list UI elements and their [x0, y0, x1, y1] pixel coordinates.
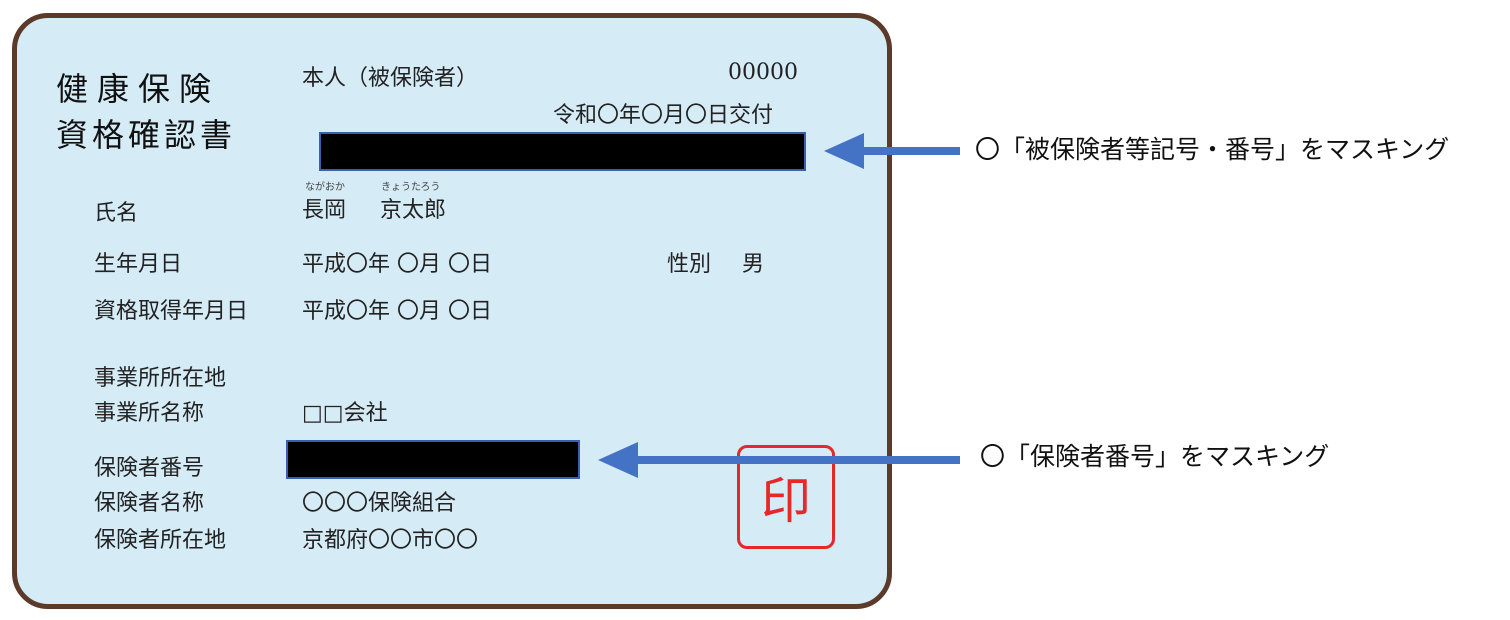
arrow-2-head-icon: [598, 442, 638, 478]
sex-value: 男: [742, 252, 765, 277]
seal-stamp: 印: [737, 445, 835, 549]
insured-type: 本人（被保険者）: [302, 66, 479, 91]
annotation-insurer-number: 〇「保険者番号」をマスキング: [980, 442, 1330, 471]
issue-date: 令和〇年〇月〇日交付: [553, 103, 774, 128]
office-name-value: □□会社: [302, 401, 388, 426]
insurer-name-label: 保険者名称: [94, 491, 205, 516]
sex-label: 性別: [667, 252, 712, 277]
card-title-line2: 資格確認書: [56, 116, 237, 154]
birth-value: 平成〇年 〇月 〇日: [302, 252, 492, 277]
name-given-ruby: きょうたろう: [381, 182, 441, 193]
insurance-card: [12, 13, 892, 609]
name-family: 長岡: [302, 198, 347, 223]
card-number: 00000: [728, 60, 798, 85]
insurer-number-label: 保険者番号: [94, 456, 205, 481]
insurer-address-label: 保険者所在地: [94, 528, 227, 553]
acquisition-value: 平成〇年 〇月 〇日: [302, 299, 492, 324]
name-given: 京太郎: [380, 198, 447, 223]
name-family-ruby: ながおか: [305, 182, 345, 193]
birth-label: 生年月日: [94, 252, 183, 277]
masked-insurer-number: [286, 440, 580, 479]
arrow-1-line: [860, 147, 960, 155]
arrow-1-head-icon: [824, 133, 864, 169]
office-name-label: 事業所名称: [94, 401, 205, 426]
office-address-label: 事業所所在地: [94, 366, 227, 391]
insurer-address-value: 京都府〇〇市〇〇: [302, 528, 479, 553]
name-label: 氏名: [94, 201, 139, 226]
masked-insured-number: [319, 132, 806, 171]
acquisition-label: 資格取得年月日: [94, 299, 249, 324]
arrow-2-line: [634, 456, 960, 464]
annotation-insured-number: 〇「被保険者等記号・番号」をマスキング: [975, 135, 1450, 164]
insurer-name-value: 〇〇〇保険組合: [302, 491, 457, 516]
card-title-line1: 健康保険: [56, 70, 221, 108]
